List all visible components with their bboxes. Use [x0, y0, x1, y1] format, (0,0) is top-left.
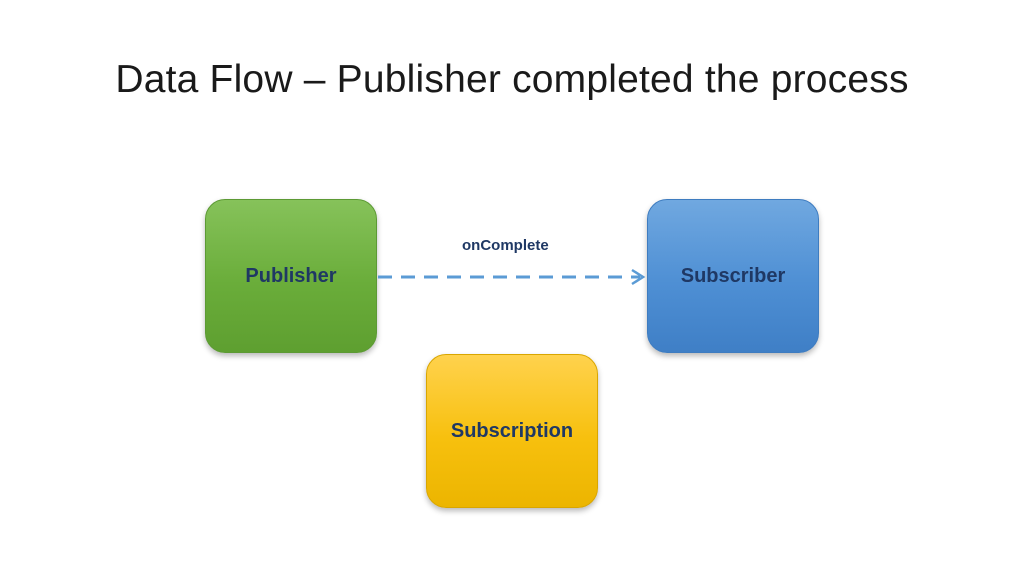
publisher-node: Publisher [205, 199, 377, 353]
subscriber-node: Subscriber [647, 199, 819, 353]
oncomplete-arrow-head [631, 268, 646, 286]
subscription-label: Subscription [450, 419, 574, 442]
publisher-label: Publisher [245, 264, 337, 287]
subscriber-label: Subscriber [680, 264, 786, 287]
oncomplete-edge-label: onComplete [462, 237, 549, 254]
oncomplete-arrow [378, 268, 646, 286]
subscription-node: Subscription [426, 354, 598, 508]
slide-title: Data Flow – Publisher completed the proc… [115, 58, 909, 101]
